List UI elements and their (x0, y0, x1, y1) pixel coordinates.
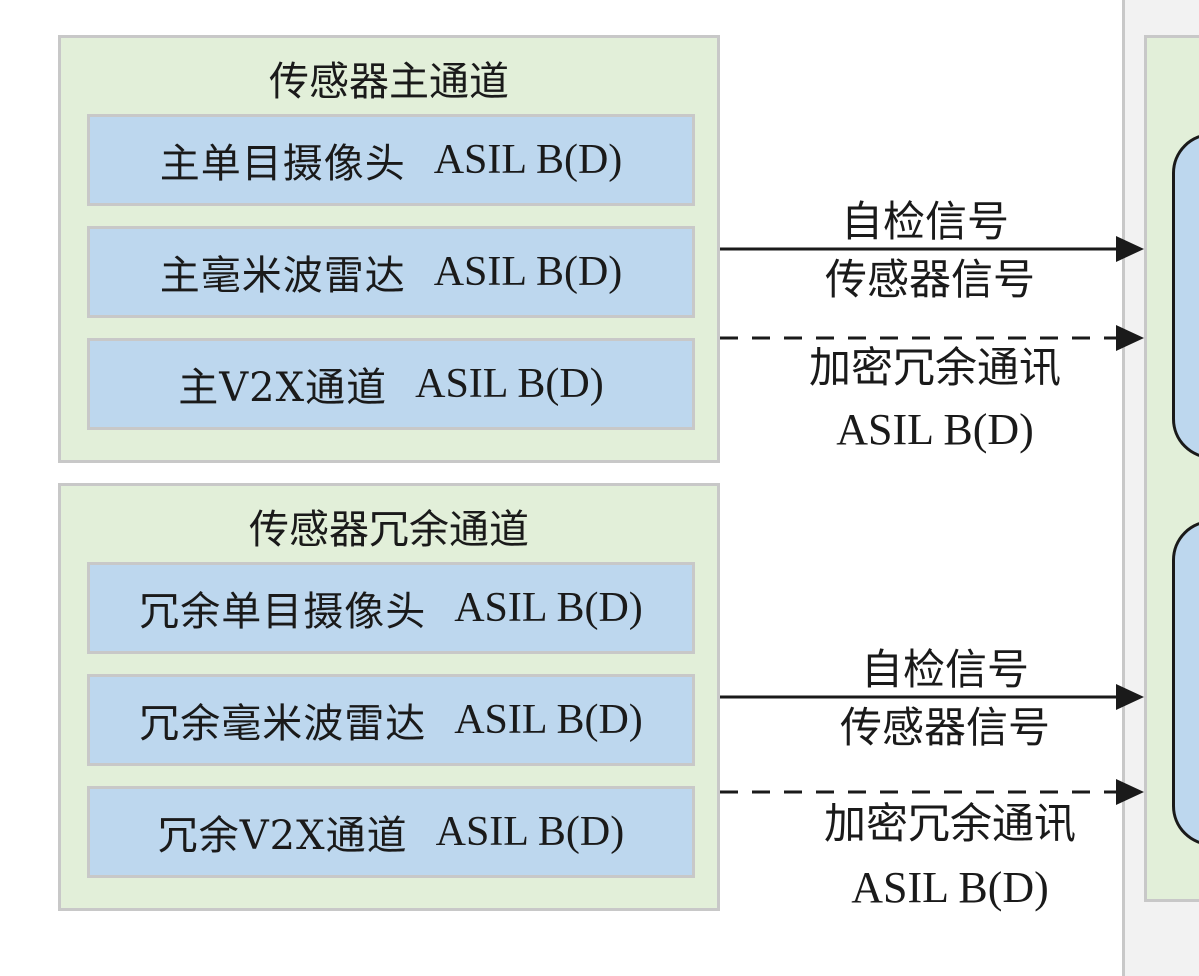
sensor-main-camera: 主单目摄像头 ASIL B(D) (87, 114, 695, 206)
main-dashed-label-line1: 加密冗余通讯 (808, 343, 1061, 392)
main-solid-arrow (720, 236, 1144, 262)
sensor-redundant-v2x: 冗余V2X通道 ASIL B(D) (87, 786, 695, 878)
asil-rating: ASIL B(D) (454, 585, 643, 631)
asil-rating: ASIL B(D) (415, 361, 604, 407)
asil-rating: ASIL B(D) (454, 697, 643, 743)
main-dashed-arrow (720, 325, 1144, 351)
sensor-name: 冗余毫米波雷达 (139, 701, 427, 747)
asil-rating: ASIL B(D) (433, 137, 623, 183)
main-dashed-label-line2: ASIL B(D) (836, 405, 1034, 454)
sensor-name: 主单目摄像头 (159, 141, 406, 187)
group-title: 传感器主通道 (269, 59, 509, 105)
main-solid-label-line2: 传感器信号 (824, 255, 1035, 304)
redundant-solid-label-line1: 自检信号 (860, 645, 1029, 694)
sensor-name: 主毫米波雷达 (159, 253, 406, 299)
sensor-name: 冗余V2X通道 (157, 813, 408, 859)
redundant-dashed-label-line2: ASIL B(D) (851, 863, 1049, 912)
asil-rating: ASIL B(D) (433, 249, 623, 295)
sensor-redundant-channel-group: 传感器冗余通道 冗余单目摄像头 ASIL B(D) 冗余毫米波雷达 ASIL B(D… (58, 483, 720, 911)
redundant-solid-label-line2: 传感器信号 (839, 703, 1050, 752)
sensor-main-channel-group: 传感器主通道 主单目摄像头 ASIL B(D) 主毫米波雷达 ASIL B(D) 主… (58, 35, 720, 463)
group-title: 传感器冗余通道 (249, 507, 529, 553)
sensor-name: 主V2X通道 (178, 365, 388, 411)
sensor-name: 冗余单目摄像头 (139, 589, 427, 635)
main-solid-label-line1: 自检信号 (840, 197, 1009, 246)
sensor-main-v2x: 主V2X通道 ASIL B(D) (87, 338, 695, 430)
redundant-dashed-arrow (720, 779, 1144, 805)
receiver-main-box (1172, 133, 1199, 459)
receiver-redundant-box (1172, 520, 1199, 846)
sensor-main-radar: 主毫米波雷达 ASIL B(D) (87, 226, 695, 318)
asil-rating: ASIL B(D) (435, 809, 625, 855)
redundant-solid-arrow (720, 684, 1144, 710)
redundant-dashed-label-line1: 加密冗余通讯 (823, 799, 1076, 848)
sensor-redundant-radar: 冗余毫米波雷达 ASIL B(D) (87, 674, 695, 766)
sensor-redundant-camera: 冗余单目摄像头 ASIL B(D) (87, 562, 695, 654)
